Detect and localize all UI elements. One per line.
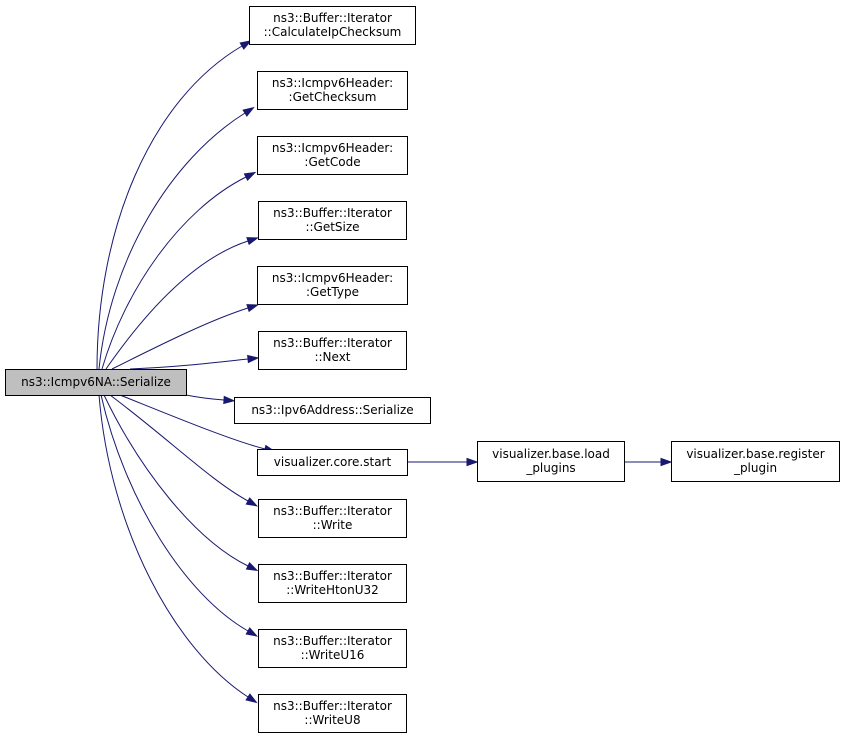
node-box	[671, 441, 840, 482]
edge-line	[129, 358, 249, 370]
edge-line	[96, 45, 243, 370]
node-box	[258, 201, 407, 240]
edge-n13-to-n14	[624, 457, 673, 467]
node-box	[258, 564, 407, 603]
node-label-line: _plugins	[525, 461, 575, 475]
edge-root-to-n3	[101, 171, 257, 370]
edge-root-to-n9	[109, 394, 259, 507]
node-box	[258, 499, 407, 538]
node-label-line: ns3::Buffer::Iterator	[273, 336, 392, 350]
callee-node[interactable]: ns3::Icmpv6Header::GetChecksum	[257, 71, 408, 110]
node-box	[257, 266, 408, 305]
arrowhead-icon	[247, 354, 260, 364]
callee-node[interactable]: ns3::Buffer::Iterator::CalculateIpChecks…	[249, 6, 416, 45]
arrowhead-icon	[246, 237, 259, 246]
callee-node[interactable]: ns3::Buffer::Iterator::Next	[258, 331, 407, 370]
edge-line	[105, 240, 249, 370]
node-box	[234, 397, 431, 424]
edge-line	[100, 394, 249, 632]
edge-line	[111, 307, 249, 370]
callee-node[interactable]: ns3::Buffer::Iterator::WriteHtonU32	[258, 564, 407, 603]
edge-line	[185, 394, 225, 401]
callee-node[interactable]: ns3::Buffer::Iterator::Write	[258, 499, 407, 538]
edge-root-to-n4	[105, 237, 259, 370]
edge-line	[103, 394, 249, 567]
edges-layer	[96, 40, 673, 704]
node-box	[249, 6, 416, 45]
node-label-line: ::CalculateIpChecksum	[264, 25, 402, 39]
node-label-line: _plugin	[733, 461, 777, 475]
edge-root-to-n5	[111, 304, 259, 370]
arrowhead-icon	[245, 693, 258, 704]
edge-line	[98, 394, 249, 698]
edge-root-to-n2	[98, 106, 255, 370]
edge-line	[98, 112, 246, 370]
edge-root-to-n10	[103, 394, 259, 572]
node-box	[5, 369, 187, 396]
node-label-line: :GetCode	[304, 155, 360, 169]
edge-root-to-n11	[100, 394, 258, 637]
edge-root-to-n12	[98, 394, 258, 704]
node-label-line: ns3::Buffer::Iterator	[273, 11, 392, 25]
nodes-layer: ns3::Icmpv6NA::Serializens3::Buffer::Ite…	[5, 6, 840, 733]
edge-line	[101, 176, 247, 370]
node-label-line: visualizer.core.start	[274, 455, 392, 469]
arrowhead-icon	[245, 497, 259, 507]
arrowhead-icon	[223, 395, 236, 405]
node-label-line: :GetType	[306, 285, 359, 299]
node-box	[258, 331, 407, 370]
node-box	[477, 441, 625, 482]
node-label-line: ns3::Icmpv6Header:	[272, 76, 393, 90]
node-box	[258, 629, 407, 668]
node-box	[257, 71, 408, 110]
callee-node[interactable]: visualizer.core.start	[257, 449, 408, 476]
node-label-line: ::Write	[313, 518, 353, 532]
callee-node[interactable]: visualizer.base.load_plugins	[477, 441, 625, 482]
arrowhead-icon	[466, 457, 479, 467]
node-label-line: ns3::Ipv6Address::Serialize	[251, 403, 413, 417]
arrowhead-icon	[246, 304, 259, 313]
arrowhead-icon	[245, 562, 259, 572]
node-label-line: ::WriteU16	[301, 648, 365, 662]
node-label-line: ::WriteHtonU32	[286, 583, 379, 597]
node-label-line: visualizer.base.load	[492, 447, 610, 461]
node-label-line: ::Next	[314, 350, 350, 364]
node-label-line: ns3::Icmpv6Header:	[272, 141, 393, 155]
node-label-line: visualizer.base.register	[686, 447, 824, 461]
callee-node[interactable]: ns3::Buffer::Iterator::GetSize	[258, 201, 407, 240]
edge-n8-to-n13	[407, 457, 479, 467]
edge-root-to-n1	[96, 40, 252, 370]
node-box	[257, 449, 408, 476]
node-label-line: ::GetSize	[305, 220, 359, 234]
callee-node[interactable]: ns3::Icmpv6Header::GetType	[257, 266, 408, 305]
arrowhead-icon	[242, 106, 255, 117]
edge-line	[109, 394, 249, 502]
arrowhead-icon	[245, 627, 258, 637]
edge-root-to-n6	[129, 354, 260, 370]
node-label-line: ns3::Buffer::Iterator	[273, 699, 392, 713]
node-label-line: :GetChecksum	[289, 90, 377, 104]
node-label-line: ns3::Icmpv6NA::Serialize	[21, 375, 171, 389]
node-label-line: ns3::Buffer::Iterator	[273, 504, 392, 518]
callee-node[interactable]: visualizer.base.register_plugin	[671, 441, 840, 482]
node-label-line: ns3::Buffer::Iterator	[273, 206, 392, 220]
node-label-line: ns3::Icmpv6Header:	[272, 271, 393, 285]
callee-node[interactable]: ns3::Icmpv6Header::GetCode	[257, 136, 408, 175]
edge-root-to-n7	[185, 394, 236, 405]
edge-line	[119, 394, 266, 450]
node-label-line: ns3::Buffer::Iterator	[273, 569, 392, 583]
arrowhead-icon	[243, 171, 257, 181]
callee-node[interactable]: ns3::Buffer::Iterator::WriteU16	[258, 629, 407, 668]
root-function-node: ns3::Icmpv6NA::Serialize	[5, 369, 187, 396]
arrowhead-icon	[660, 457, 673, 467]
node-box	[257, 136, 408, 175]
node-label-line: ::WriteU8	[304, 713, 360, 727]
arrowhead-icon	[239, 40, 252, 50]
node-label-line: ns3::Buffer::Iterator	[273, 634, 392, 648]
node-box	[258, 694, 407, 733]
callee-node[interactable]: ns3::Buffer::Iterator::WriteU8	[258, 694, 407, 733]
callee-node[interactable]: ns3::Ipv6Address::Serialize	[234, 397, 431, 424]
